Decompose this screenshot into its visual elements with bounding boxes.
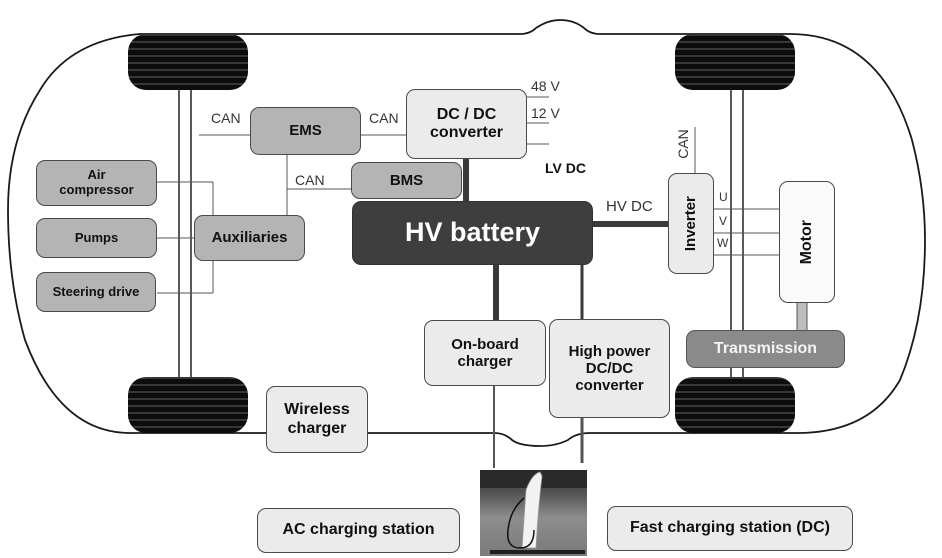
can-label-ems-left: CAN (211, 110, 241, 126)
hv-battery-label: HV battery (404, 217, 541, 248)
hv-battery-box[interactable]: HV battery (352, 201, 593, 265)
label-48v: 48 V (531, 78, 560, 94)
wireless-charger-line1: Wireless (284, 401, 350, 419)
transmission-label: Transmission (713, 339, 818, 357)
dcdc-label-line2: converter (430, 124, 503, 141)
onboard-charger-line2: charger (457, 353, 513, 370)
air-compressor-line2: compressor (59, 182, 134, 197)
wheel-front-top (128, 34, 248, 90)
onboard-charger-box[interactable]: On-board charger (424, 320, 546, 386)
fast-charging-station-label: Fast charging station (DC) (629, 519, 830, 537)
motor-label: Motor (797, 219, 815, 265)
aux-item-steering-drive[interactable]: Steering drive (36, 272, 156, 312)
wheel-rear-bottom (675, 377, 795, 433)
wireless-charger-line2: charger (287, 419, 347, 437)
charging-station-photo-icon (480, 470, 587, 556)
ems-box[interactable]: EMS (250, 107, 361, 155)
wheel-rear-top (675, 34, 795, 90)
dcdc-label-line1: DC / DC (436, 105, 497, 123)
phase-label-v: V (719, 214, 728, 228)
phase-label-u: U (719, 190, 728, 204)
fast-charging-station-box[interactable]: Fast charging station (DC) (607, 506, 853, 551)
auxiliaries-label: Auxiliaries (211, 229, 288, 247)
wheel-front-bottom (128, 377, 248, 433)
onboard-charger-line1: On-board (451, 335, 519, 353)
pumps-label: Pumps (74, 229, 119, 245)
dcdc-converter-box[interactable]: DC / DC converter (406, 89, 527, 159)
label-lv-dc: LV DC (545, 160, 586, 176)
wireless-charger-box[interactable]: Wireless charger (266, 386, 368, 453)
motor-box[interactable]: Motor (779, 181, 835, 303)
high-power-line3: converter (575, 377, 644, 395)
auxiliaries-box[interactable]: Auxiliaries (194, 215, 305, 261)
ac-charging-station-box[interactable]: AC charging station (257, 508, 460, 553)
high-power-line1: High power (568, 342, 651, 360)
inverter-label: Inverter (682, 195, 700, 252)
motor-shaft (796, 301, 808, 333)
aux-item-pumps[interactable]: Pumps (36, 218, 157, 258)
label-hv-dc: HV DC (606, 198, 653, 215)
phase-label-w: W (717, 236, 729, 250)
ems-label: EMS (289, 122, 322, 140)
aux-item-air-compressor[interactable]: Air compressor (36, 160, 157, 206)
transmission-box[interactable]: Transmission (686, 330, 845, 368)
bms-label: BMS (389, 171, 424, 189)
can-label-ems-dcdc: CAN (369, 110, 399, 126)
high-power-line2: DC/DC (585, 359, 634, 377)
charging-post-icon (480, 470, 587, 554)
can-label-bms: CAN (295, 172, 325, 188)
steering-drive-label: Steering drive (52, 283, 140, 299)
ac-charging-station-label: AC charging station (282, 521, 435, 539)
air-compressor-line1: Air (87, 167, 106, 183)
car-body-outline (7, 19, 926, 447)
bms-box[interactable]: BMS (351, 162, 462, 199)
high-power-dcdc-box[interactable]: High power DC/DC converter (549, 319, 670, 418)
can-label-inverter: CAN (674, 129, 691, 159)
label-12v: 12 V (531, 105, 560, 121)
inverter-box[interactable]: Inverter (668, 173, 714, 274)
